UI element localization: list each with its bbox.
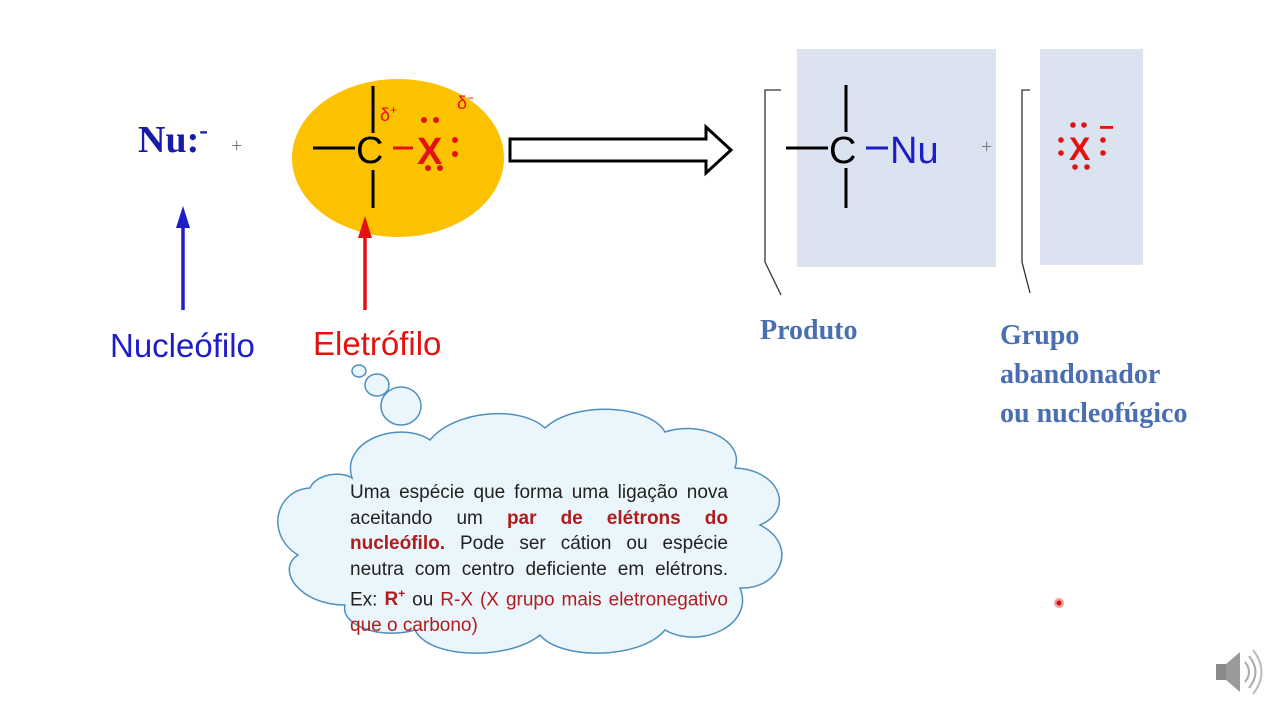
product-panel: [797, 49, 996, 267]
grupo-line-3: ou nucleofúgico: [1000, 398, 1188, 429]
thought-cloud: [277, 364, 783, 654]
nucleophile-reagent: Nu:-: [138, 115, 208, 162]
nucleophile-arrow: [176, 206, 190, 310]
eletrofilo-label: Eletrófilo: [313, 325, 442, 362]
leaving-group-bracket: [1021, 89, 1031, 294]
leaving-group-charge: −: [1099, 112, 1114, 142]
nucleofilo-label: Nucleófilo: [110, 327, 255, 364]
electrophile-arrow: [358, 216, 372, 310]
grupo-line-1: Grupo: [1000, 320, 1080, 351]
cloud-shape: [277, 408, 783, 654]
cloud-text-r-plus: R+: [384, 587, 406, 611]
cloud-bubble-small: [351, 364, 367, 378]
grupo-abandonador-label: Grupo abandonador ou nucleofúgico: [1000, 316, 1187, 433]
cloud-text-part1: Uma espécie que forma uma ligação nova a…: [350, 482, 728, 529]
nucleophile-symbol: Nu:: [138, 119, 200, 161]
electrophile-molecule: C X δ+ δ−: [313, 86, 474, 208]
cloud-bubble-medium: [364, 373, 390, 397]
cloud-definition-text: Uma espécie que forma uma ligação nova a…: [350, 480, 728, 638]
nucleophile-charge: -: [199, 115, 208, 145]
product-molecule: C Nu: [786, 85, 939, 208]
produto-label: Produto: [760, 315, 858, 346]
cloud-text-part2: Pode ser cátion ou espécie neutra com ce…: [350, 533, 728, 611]
pointer-dot: [1054, 598, 1064, 608]
product-nucleophile: Nu: [890, 130, 939, 172]
leaving-group-panel: [1040, 49, 1143, 265]
cloud-bubble-large: [380, 386, 422, 426]
product-carbon: C: [829, 130, 856, 172]
grupo-line-2: abandonador: [1000, 359, 1161, 390]
speaker-icon[interactable]: [1216, 649, 1263, 695]
leaving-group-atom: X: [1069, 131, 1091, 167]
cloud-text-example2: R-X (X grupo mais eletronegativo que o c…: [350, 589, 728, 636]
cloud-text-highlight: par de elétrons do nucleófilo.: [350, 507, 729, 555]
plus-sign-reactants: +: [231, 135, 243, 157]
electrophile-highlight: [292, 79, 504, 237]
plus-sign-products: +: [981, 136, 993, 158]
reaction-arrow: [508, 123, 734, 177]
electrophile-carbon: C: [356, 130, 383, 172]
cloud-text-or: ou: [405, 589, 441, 611]
product-bracket: [764, 89, 782, 296]
leaving-group-molecule: X −: [1058, 112, 1114, 170]
